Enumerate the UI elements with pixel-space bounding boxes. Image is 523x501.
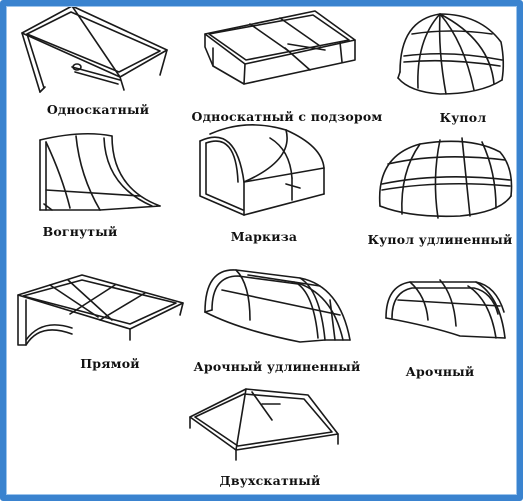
single-pitch-valance-drawing	[204, 10, 356, 85]
label-straight: Прямой	[80, 356, 140, 371]
label-elongated-dome: Купол удлиненный	[367, 232, 513, 247]
concave-drawing	[39, 132, 161, 211]
canopy-drawings	[17, 6, 513, 461]
label-single-pitch: Односкатный	[46, 102, 150, 117]
label-arch: Арочный	[405, 364, 475, 379]
dome-drawing	[397, 13, 505, 95]
label-concave: Вогнутый	[42, 224, 118, 239]
gable-drawing	[189, 388, 339, 461]
label-dome: Купол	[439, 110, 487, 125]
label-single-pitch-valance: Односкатный с подзором	[191, 109, 383, 124]
label-awning: Маркиза	[230, 229, 298, 244]
label-elongated-arch: Арочный удлиненный	[193, 359, 361, 374]
elongated-arch-drawing	[204, 269, 351, 343]
arch-drawing	[385, 279, 506, 339]
single-pitch-drawing	[21, 6, 168, 93]
elongated-dome-drawing	[378, 137, 513, 219]
straight-drawing	[17, 274, 184, 346]
awning-drawing	[199, 124, 325, 216]
label-gable: Двухскатный	[219, 473, 321, 488]
